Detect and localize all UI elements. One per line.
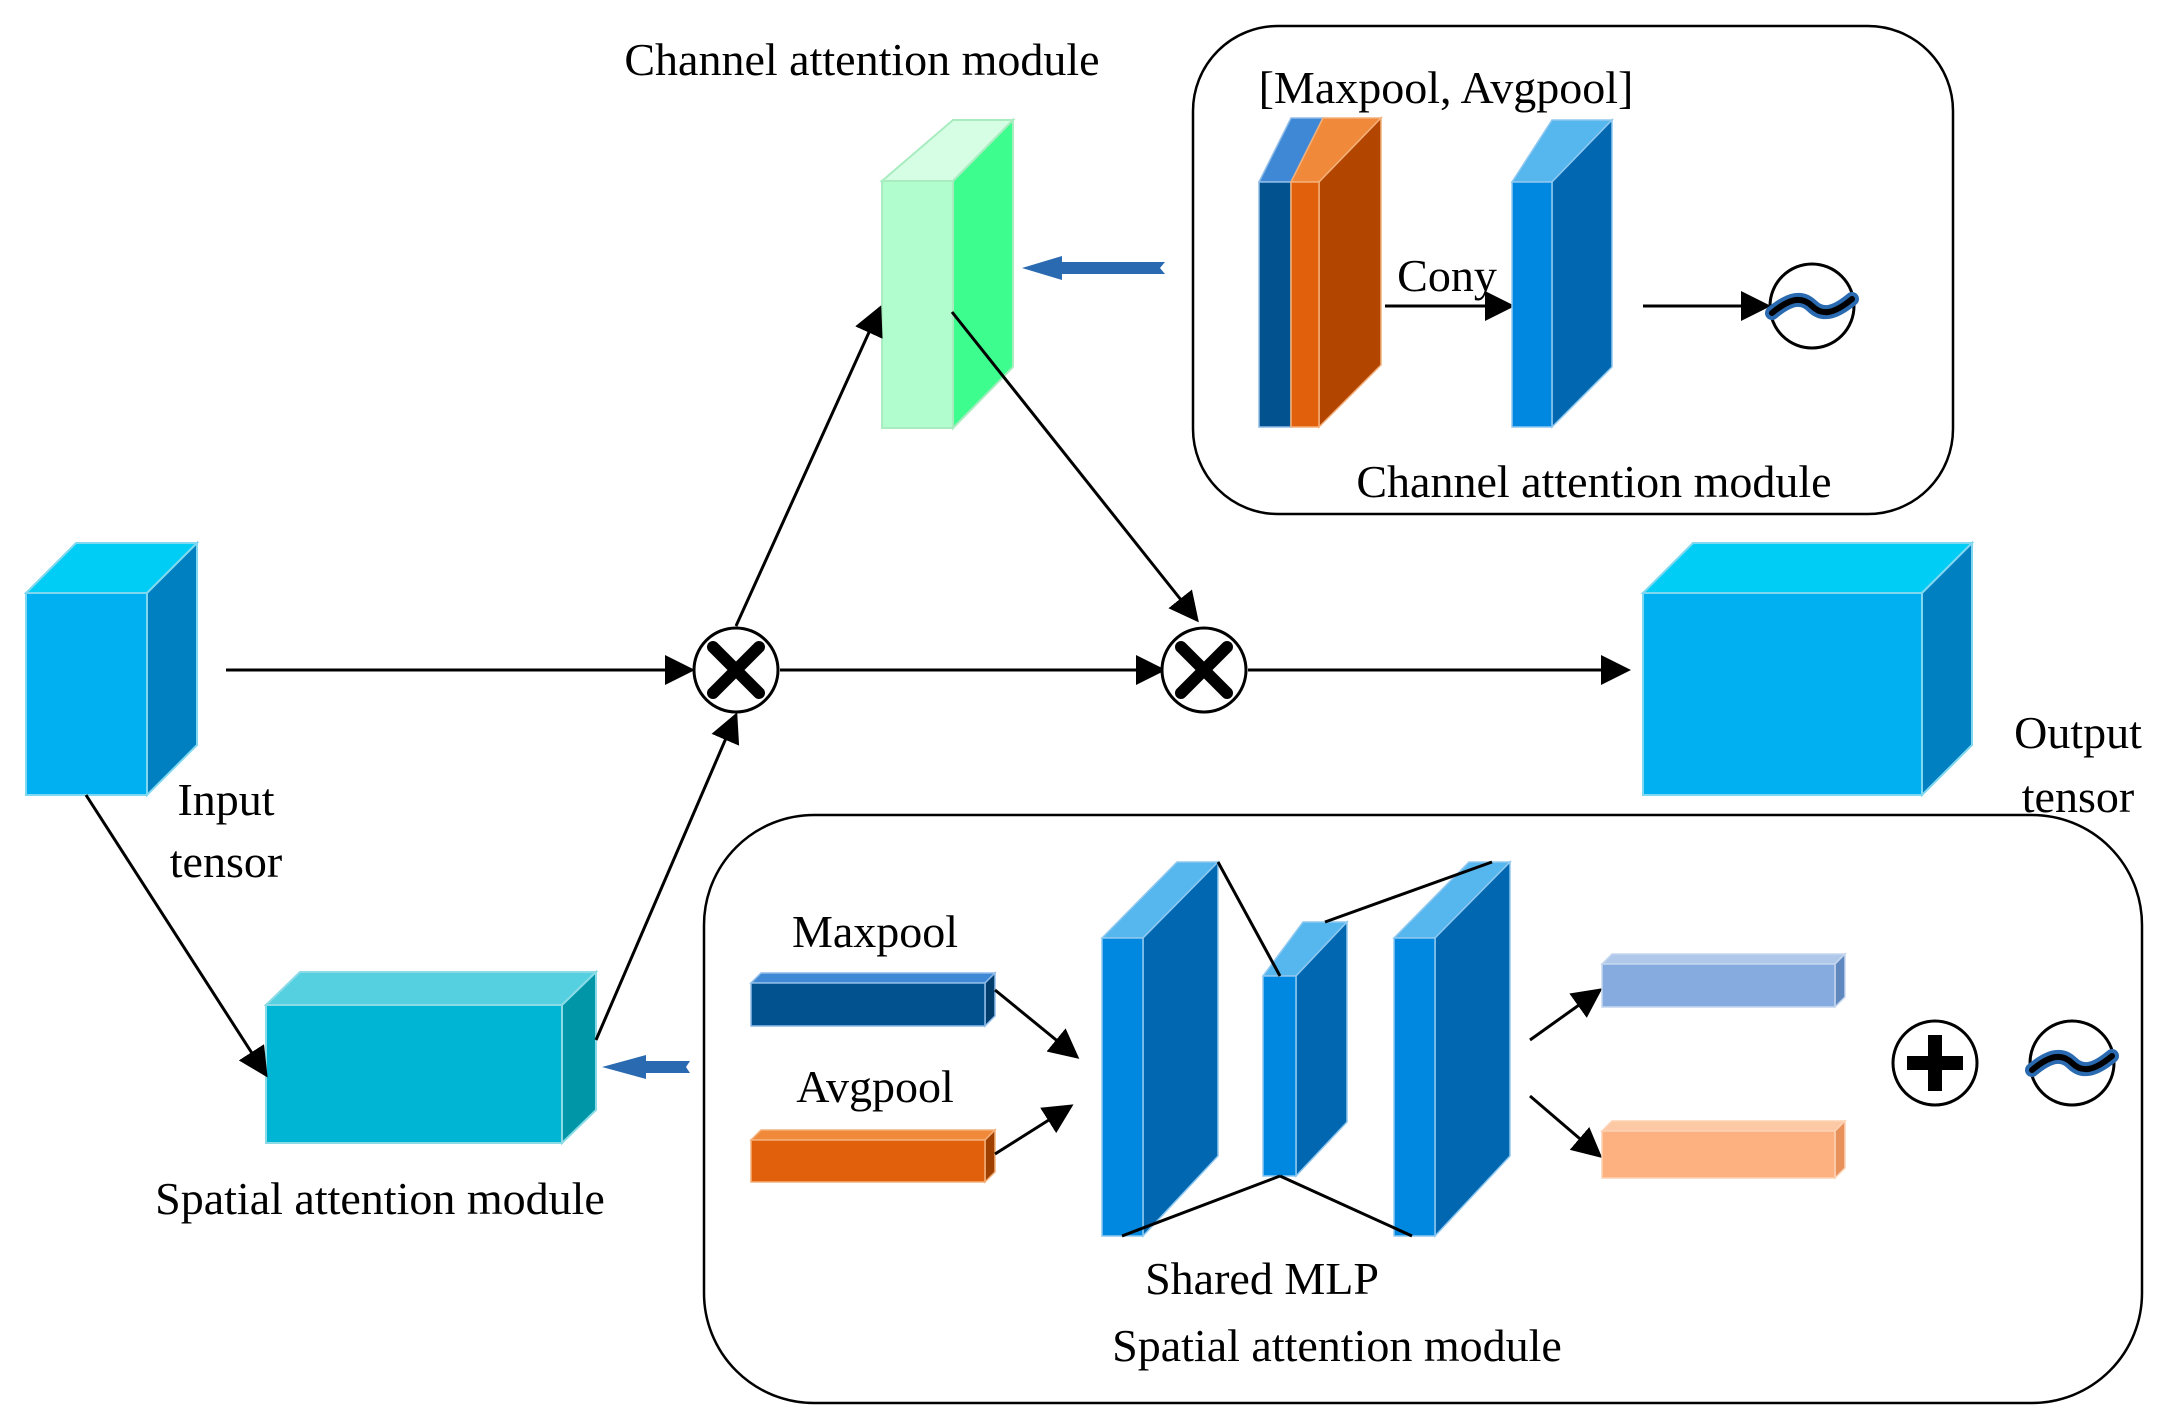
mlp-input-layer [1100, 860, 1220, 1238]
avgpool-bar [749, 1128, 997, 1184]
maxpool-map [1257, 117, 1325, 428]
mlp-output-arrows [1529, 988, 1603, 1158]
spatial-attention-block [263, 969, 599, 1146]
spatial-feed-arrow [602, 1055, 690, 1079]
output-tensor-label: Output [2014, 707, 2142, 758]
spatial-panel-caption: Spatial attention module [1112, 1320, 1562, 1371]
max-feature-bar [1600, 952, 1847, 1009]
channel-attention-panel [1191, 24, 1955, 516]
avg-feature-bar [1600, 1119, 1847, 1180]
shared-mlp-label: Shared MLP [1145, 1253, 1379, 1304]
maxpool-bar [749, 971, 997, 1028]
mlp-output-layer [1392, 860, 1512, 1238]
conv-label: Cony [1397, 250, 1497, 301]
output-tensor-label-2: tensor [2022, 771, 2134, 822]
channel-attention-block [879, 117, 1016, 431]
mlp-connections [1121, 860, 1493, 1238]
channel-panel-caption: Channel attention module [1356, 456, 1831, 507]
sigmoid-icon [1765, 262, 1859, 350]
channel-module-title: Channel attention module [624, 34, 1099, 85]
avgpool-map [1289, 116, 1383, 429]
channel-feed-arrow [1022, 256, 1165, 280]
mlp-hidden-layer [1261, 920, 1349, 1178]
input-tensor-label-2: tensor [170, 836, 282, 887]
plus-icon [1891, 1019, 1979, 1107]
channel-conv-output-map [1510, 118, 1614, 429]
output-tensor-cube [1640, 540, 1975, 798]
main-flow-arrows [84, 305, 1631, 1078]
maxpool-label: Maxpool [792, 906, 958, 957]
input-tensor-label: Input [177, 774, 274, 825]
input-tensor-cube [23, 540, 200, 798]
multiply-icon [1160, 626, 1248, 714]
spatial-module-title: Spatial attention module [155, 1173, 605, 1224]
sigmoid-icon [2025, 1019, 2119, 1107]
multiply-icon [692, 626, 780, 714]
pool-to-mlp-arrows [994, 988, 1080, 1156]
spatial-attention-panel [702, 813, 2144, 1405]
pool-concat-label: [Maxpool, Avgpool] [1259, 62, 1634, 113]
avgpool-label: Avgpool [796, 1061, 954, 1112]
